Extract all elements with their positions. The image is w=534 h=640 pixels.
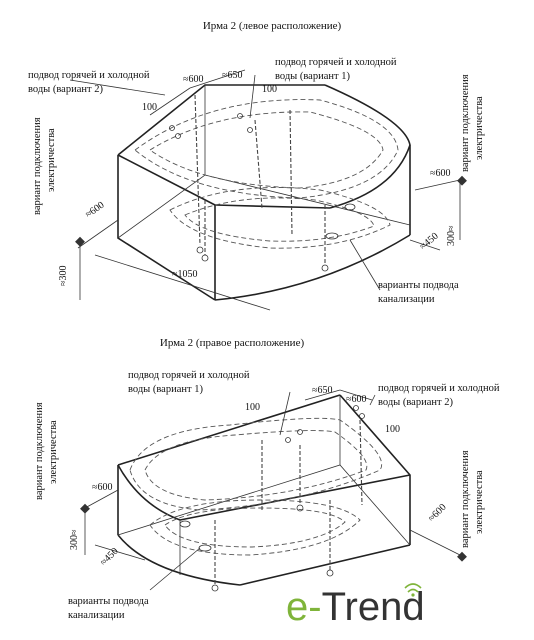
label-water-v1-line2: воды (вариант 1) bbox=[128, 384, 203, 395]
dim-600-top: ≈600 bbox=[183, 74, 204, 85]
tub-outline-left bbox=[134, 99, 399, 249]
label-water-v2-line1: подвод горячей и холодной bbox=[28, 70, 150, 81]
water-outlet-marker bbox=[297, 429, 303, 435]
label-drain-line1: варианты подвода bbox=[378, 280, 459, 291]
electric-connector-right bbox=[457, 175, 467, 186]
drain-marker bbox=[344, 203, 356, 211]
dim-300-left: ≈300 bbox=[58, 266, 69, 287]
diagram-right-title: Ирма 2 (правое расположение) bbox=[160, 337, 305, 349]
dim-100-right: 100 bbox=[385, 424, 400, 435]
water-outlet-marker bbox=[359, 413, 365, 419]
water-outlet-marker bbox=[247, 127, 253, 133]
logo-text: e-Trend bbox=[286, 585, 425, 629]
label-water-v2-line2: воды (вариант 2) bbox=[28, 84, 103, 95]
diagram-left-title: Ирма 2 (левое расположение) bbox=[203, 20, 342, 32]
logo-prefix: e- bbox=[286, 585, 322, 629]
legs-right bbox=[211, 419, 363, 592]
dim-650: ≈650 bbox=[312, 385, 333, 396]
dim-600-right: ≈600 bbox=[430, 168, 451, 179]
drain-marker bbox=[198, 544, 212, 552]
label-elec-right-line1: вариант подключения bbox=[460, 74, 471, 172]
label-drain-line2: канализации bbox=[68, 610, 125, 621]
water-outlet-marker bbox=[175, 133, 181, 139]
label-drain-line1: варианты подвода bbox=[68, 596, 149, 607]
label-elec-left-line1: вариант подключения bbox=[34, 402, 45, 500]
dim-650: ≈650 bbox=[222, 70, 243, 81]
outlets-left bbox=[169, 113, 356, 240]
dim-300-right: 300≈ bbox=[446, 225, 457, 246]
dim-600-top: ≈600 bbox=[346, 394, 367, 405]
label-elec-left-line2: электричества bbox=[48, 420, 59, 484]
dim-600-right: ≈600 bbox=[426, 502, 448, 524]
label-elec-left-line2: электричества bbox=[46, 128, 57, 192]
water-outlet-marker bbox=[169, 125, 175, 131]
dimension-lines-left bbox=[69, 69, 461, 311]
dim-600-left: ≈600 bbox=[83, 200, 106, 221]
label-water-v1-line1: подвод горячей и холодной bbox=[275, 57, 397, 68]
legs-left bbox=[194, 94, 329, 272]
tub-outline-right bbox=[129, 417, 382, 556]
diagram-left: Ирма 2 (левое расположение) bbox=[28, 20, 485, 311]
label-water-v1-line1: подвод горячей и холодной bbox=[128, 370, 250, 381]
wifi-icon bbox=[404, 583, 422, 597]
diagram-right: Ирма 2 (правое расположение) bbox=[34, 337, 500, 621]
label-elec-right-line2: электричества bbox=[474, 96, 485, 160]
label-elec-right-line2: электричества bbox=[474, 470, 485, 534]
label-elec-right-line1: вариант подключения bbox=[460, 450, 471, 548]
frame-right bbox=[117, 394, 411, 586]
dim-1050: ≈1050 bbox=[172, 269, 198, 280]
label-drain-line2: канализации bbox=[378, 294, 435, 305]
dim-100-left: 100 bbox=[245, 402, 260, 413]
label-water-v1-line2: воды (вариант 1) bbox=[275, 71, 350, 82]
dim-450: ≈450 bbox=[98, 546, 120, 568]
outlets-right bbox=[179, 405, 365, 552]
dim-100-right: 100 bbox=[262, 84, 277, 95]
e-trend-logo: e-Trend bbox=[286, 583, 425, 629]
water-outlet-marker bbox=[285, 437, 291, 443]
logo-name: Trend bbox=[322, 585, 425, 629]
drain-marker bbox=[179, 520, 191, 528]
frame-left bbox=[117, 84, 411, 301]
dimension-lines-right bbox=[84, 389, 463, 591]
electric-connector-right bbox=[457, 551, 467, 562]
electric-connector-left bbox=[75, 236, 85, 247]
label-elec-left-line1: вариант подключения bbox=[32, 117, 43, 215]
dim-100-left: 100 bbox=[142, 102, 157, 113]
drain-marker bbox=[325, 232, 339, 240]
dim-600-left: ≈600 bbox=[92, 482, 113, 493]
water-outlet-marker bbox=[237, 113, 243, 119]
dim-300-left: 300≈ bbox=[69, 529, 80, 550]
label-water-v2-line1: подвод горячей и холодной bbox=[378, 383, 500, 394]
label-water-v2-line2: воды (вариант 2) bbox=[378, 397, 453, 408]
water-outlet-marker bbox=[353, 405, 359, 411]
